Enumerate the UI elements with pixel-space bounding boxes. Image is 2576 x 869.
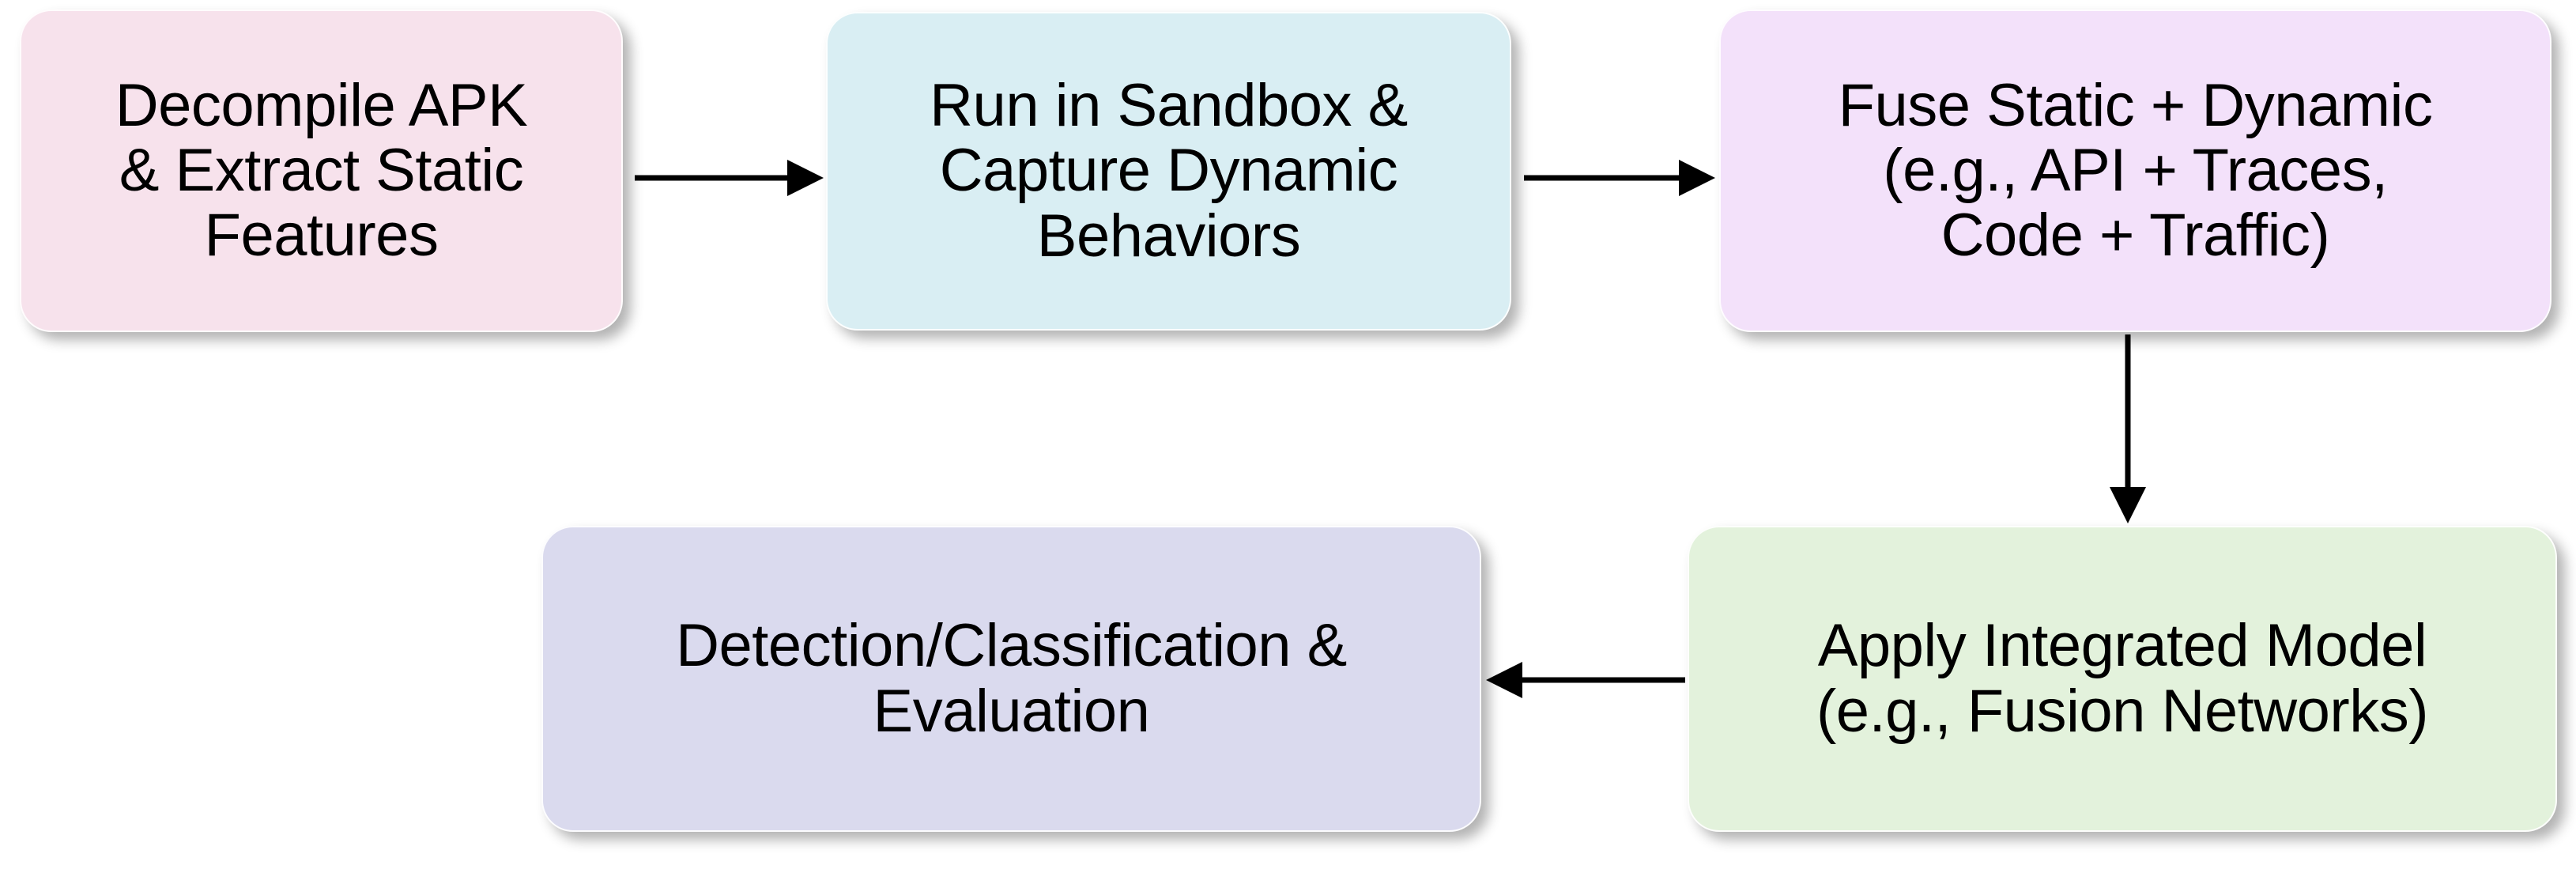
- node-label: Decompile APK & Extract Static Features: [115, 71, 528, 270]
- node-decompile-apk[interactable]: Decompile APK & Extract Static Features: [20, 9, 623, 332]
- node-apply-integrated-model[interactable]: Apply Integrated Model (e.g., Fusion Net…: [1688, 526, 2557, 832]
- node-run-in-sandbox[interactable]: Run in Sandbox & Capture Dynamic Behavio…: [826, 12, 1511, 331]
- arrow-apply-to-detect: [1454, 648, 1717, 712]
- arrow-fuse-to-apply: [2096, 303, 2159, 555]
- node-detection-classification[interactable]: Detection/Classification & Evaluation: [541, 526, 1481, 832]
- node-label: Detection/Classification & Evaluation: [676, 612, 1347, 745]
- arrow-sandbox-to-fuse: [1492, 146, 1747, 210]
- node-label: Fuse Static + Dynamic (e.g., API + Trace…: [1838, 71, 2433, 270]
- node-label: Run in Sandbox & Capture Dynamic Behavio…: [930, 72, 1408, 270]
- node-label: Apply Integrated Model (e.g., Fusion Net…: [1816, 612, 2429, 745]
- arrow-decompile-to-sandbox: [603, 146, 855, 210]
- node-fuse-static-dynamic[interactable]: Fuse Static + Dynamic (e.g., API + Trace…: [1719, 9, 2551, 332]
